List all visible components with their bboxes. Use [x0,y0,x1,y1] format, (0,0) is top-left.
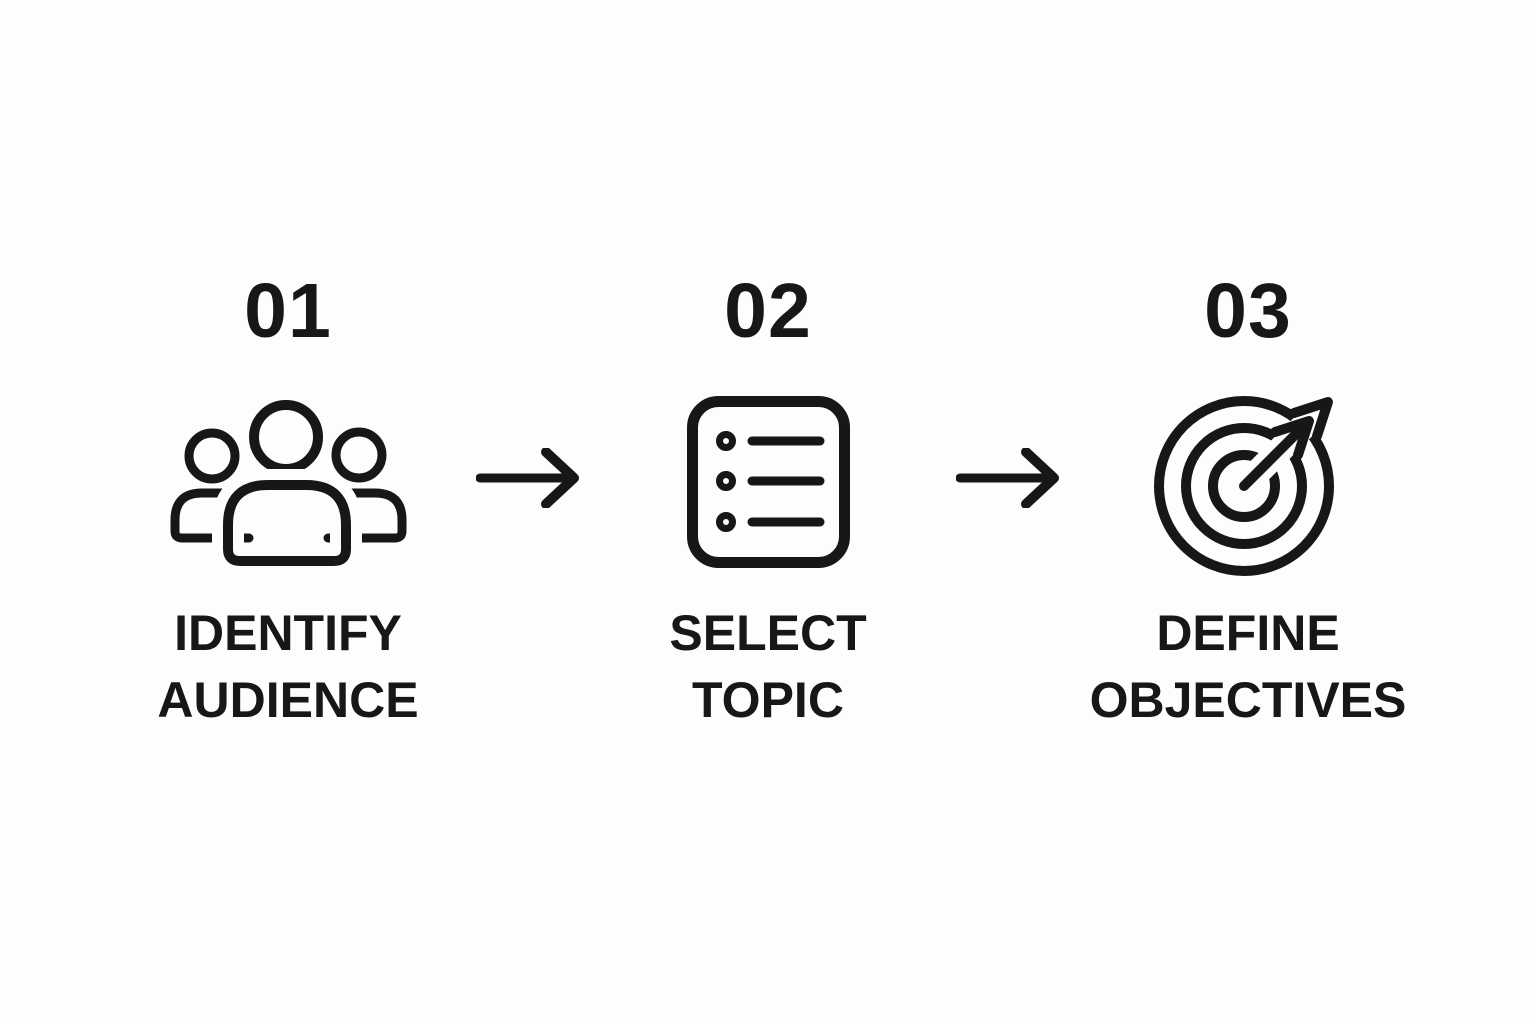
step-label-line2: AUDIENCE [157,672,419,728]
topic-list-icon [686,396,850,568]
step-number: 02 [724,268,812,354]
connector-1 [458,448,598,508]
step-label: DEFINE OBJECTIVES [1090,600,1407,734]
arrow-right-icon [476,448,579,508]
step-icon-box [170,393,406,577]
step-label-line2: OBJECTIVES [1089,672,1407,728]
step-label-line1: SELECT [669,605,867,661]
audience-people-icon [170,399,406,577]
step-icon-box [1152,383,1347,576]
objectives-target-icon [1154,383,1347,576]
step-number: 03 [1204,268,1292,354]
arrow-right-icon [956,448,1059,508]
step-label-line1: DEFINE [1156,605,1340,661]
step-label: IDENTIFY AUDIENCE [157,600,418,734]
step-label-line1: IDENTIFY [174,605,402,661]
step-02: 02 SELECT TOPIC [598,273,938,734]
step-label: SELECT TOPIC [669,600,866,734]
step-label-line2: TOPIC [692,672,844,728]
process-diagram: 01 IDENTIFY AUDIENCE [0,273,1536,734]
step-03: 03 DEFINE OBJECTIVES [1078,273,1418,734]
step-01: 01 IDENTIFY AUDIENCE [118,273,458,734]
step-number: 01 [244,268,332,354]
connector-2 [938,448,1078,508]
step-icon-box [686,393,850,571]
